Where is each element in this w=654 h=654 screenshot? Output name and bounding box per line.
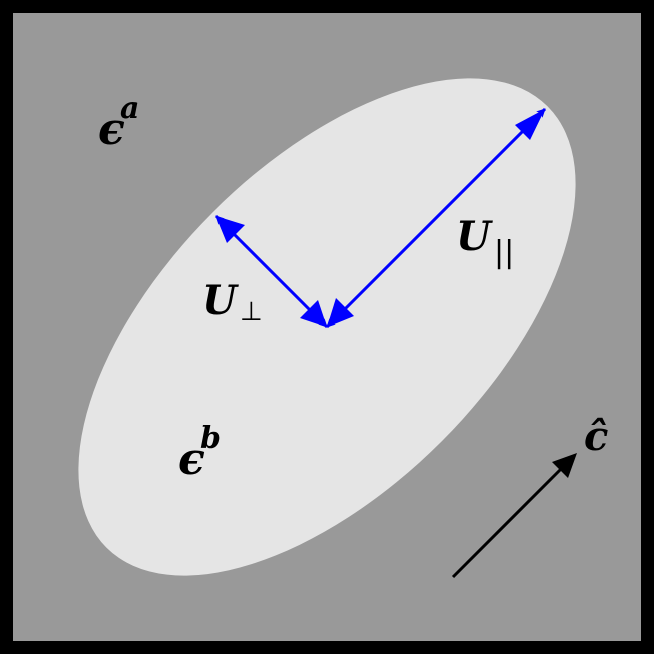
epsilon-b-superscript: b [200,421,221,456]
epsilon-b-label: ϵ [178,434,205,485]
u-parallel-vector [325,107,547,329]
u-parallel-subscript: || [494,235,514,270]
u-parallel-arrowhead-base [327,298,354,327]
c-hat-arrow [451,463,567,579]
u-perp-label: U [202,277,239,324]
u-perp-subscript: ⊥ [240,297,263,327]
epsilon-a-superscript: a [120,91,139,126]
u-parallel-label: U [456,213,493,260]
c-hat-label: ĉ [584,413,608,460]
u-perp-arrowhead-base [300,300,327,327]
u-parallel-arrowhead-tip [515,109,545,140]
u-perp-arrowhead-tip [216,216,245,243]
epsilon-a-label: ϵ [98,104,125,155]
c-hat-arrowhead [552,453,577,478]
